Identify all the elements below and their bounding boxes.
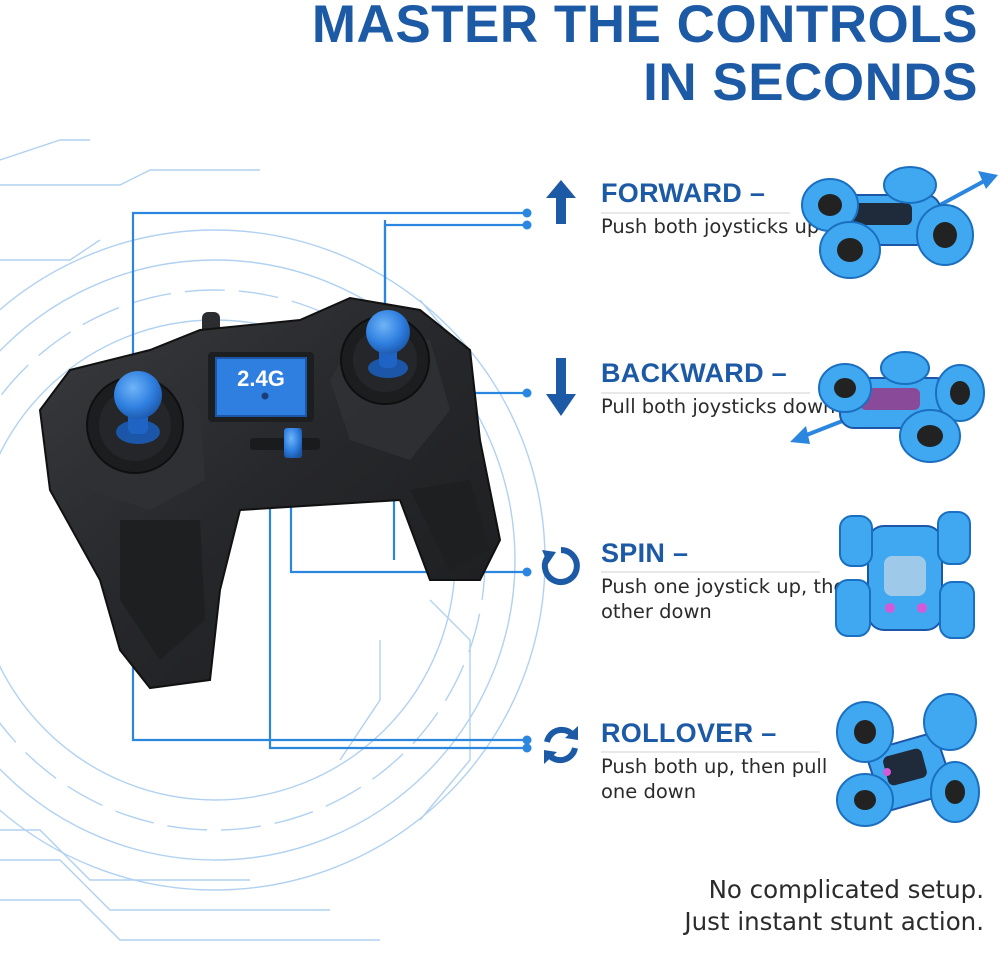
action-backward: BACKWARD – Pull both joysticks down xyxy=(538,358,848,458)
frequency-badge: 2.4G xyxy=(237,366,285,391)
rollover-icon xyxy=(544,726,578,764)
action-description: Push both joysticks up xyxy=(601,215,820,238)
arrow-up-icon xyxy=(546,180,576,224)
footer-line-2: Just instant stunt action. xyxy=(684,907,984,936)
stunt-car-forward xyxy=(801,166,998,279)
action-description: Push one joystick up, the other down xyxy=(601,575,846,623)
action-rollover: ROLLOVER – Push both up, then pull one d… xyxy=(538,718,848,818)
action-title: ROLLOVER – xyxy=(601,718,777,748)
action-title: BACKWARD – xyxy=(601,358,788,388)
stunt-car-rollover xyxy=(836,693,980,827)
action-spin: SPIN – Push one joystick up, the other d… xyxy=(538,538,848,638)
spin-icon xyxy=(541,547,580,585)
action-description: Pull both joysticks down xyxy=(601,395,836,418)
remote-controller: 2.4G xyxy=(38,296,502,690)
footer-line-1: No complicated setup. xyxy=(708,875,984,904)
arrow-down-icon xyxy=(546,358,576,416)
title-line-1: MASTER THE CONTROLS xyxy=(311,0,978,54)
action-title: FORWARD – xyxy=(601,178,766,208)
stunt-car-backward xyxy=(790,351,985,463)
title-line-2: IN SECONDS xyxy=(643,53,978,112)
stunt-car-spin xyxy=(835,511,975,639)
action-description: Push both up, then pull one down xyxy=(601,755,828,803)
action-forward: FORWARD – Push both joysticks up xyxy=(538,178,848,278)
footer-tagline: No complicated setup. Just instant stunt… xyxy=(684,874,984,938)
action-title: SPIN – xyxy=(601,538,689,568)
page-title: MASTER THE CONTROLS IN SECONDS xyxy=(312,0,978,112)
